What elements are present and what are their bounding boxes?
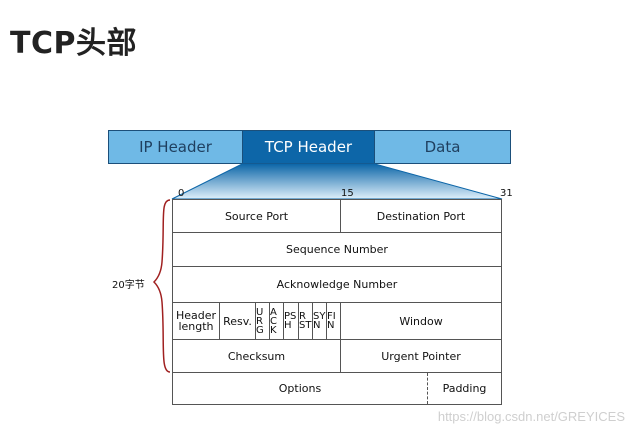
fin-flag: FIN: [327, 311, 336, 331]
source-port-field: Source Port: [224, 209, 289, 223]
urg-flag: URG: [256, 306, 264, 336]
padding-field: Padding: [442, 382, 487, 395]
acknowledge-number-field: Acknowledge Number: [276, 278, 398, 291]
sequence-number-field: Sequence Number: [286, 243, 388, 256]
checksum-field: Checksum: [227, 349, 286, 363]
syn-flag: SYN: [313, 311, 326, 331]
ip-header-block: IP Header: [108, 130, 243, 164]
byte-count-label: 20字节: [112, 280, 145, 291]
funnel-shape: [171, 163, 503, 200]
ack-flag: ACK: [270, 306, 277, 336]
destination-port-field: Destination Port: [376, 209, 466, 223]
bit-31-label: 31: [500, 188, 513, 199]
tcp-header-block: TCP Header: [242, 130, 375, 164]
byte-brace: [152, 199, 171, 373]
watermark: https://blog.csdn.net/GREYICES: [437, 409, 625, 424]
window-field: Window: [399, 314, 443, 328]
options-field: Options: [278, 382, 322, 395]
tcp-header-table: Source Port Destination Port Sequence Nu…: [172, 199, 502, 405]
header-length-field: Header length: [175, 309, 217, 333]
reserved-field: Resv.: [223, 314, 252, 328]
rst-flag: RST: [299, 311, 312, 331]
psh-flag: PSH: [284, 311, 297, 331]
bit-0-label: 0: [178, 188, 185, 199]
bit-15-label: 15: [341, 188, 354, 199]
urgent-pointer-field: Urgent Pointer: [381, 349, 461, 363]
page-title: TCP头部: [10, 26, 137, 61]
data-block: Data: [374, 130, 511, 164]
